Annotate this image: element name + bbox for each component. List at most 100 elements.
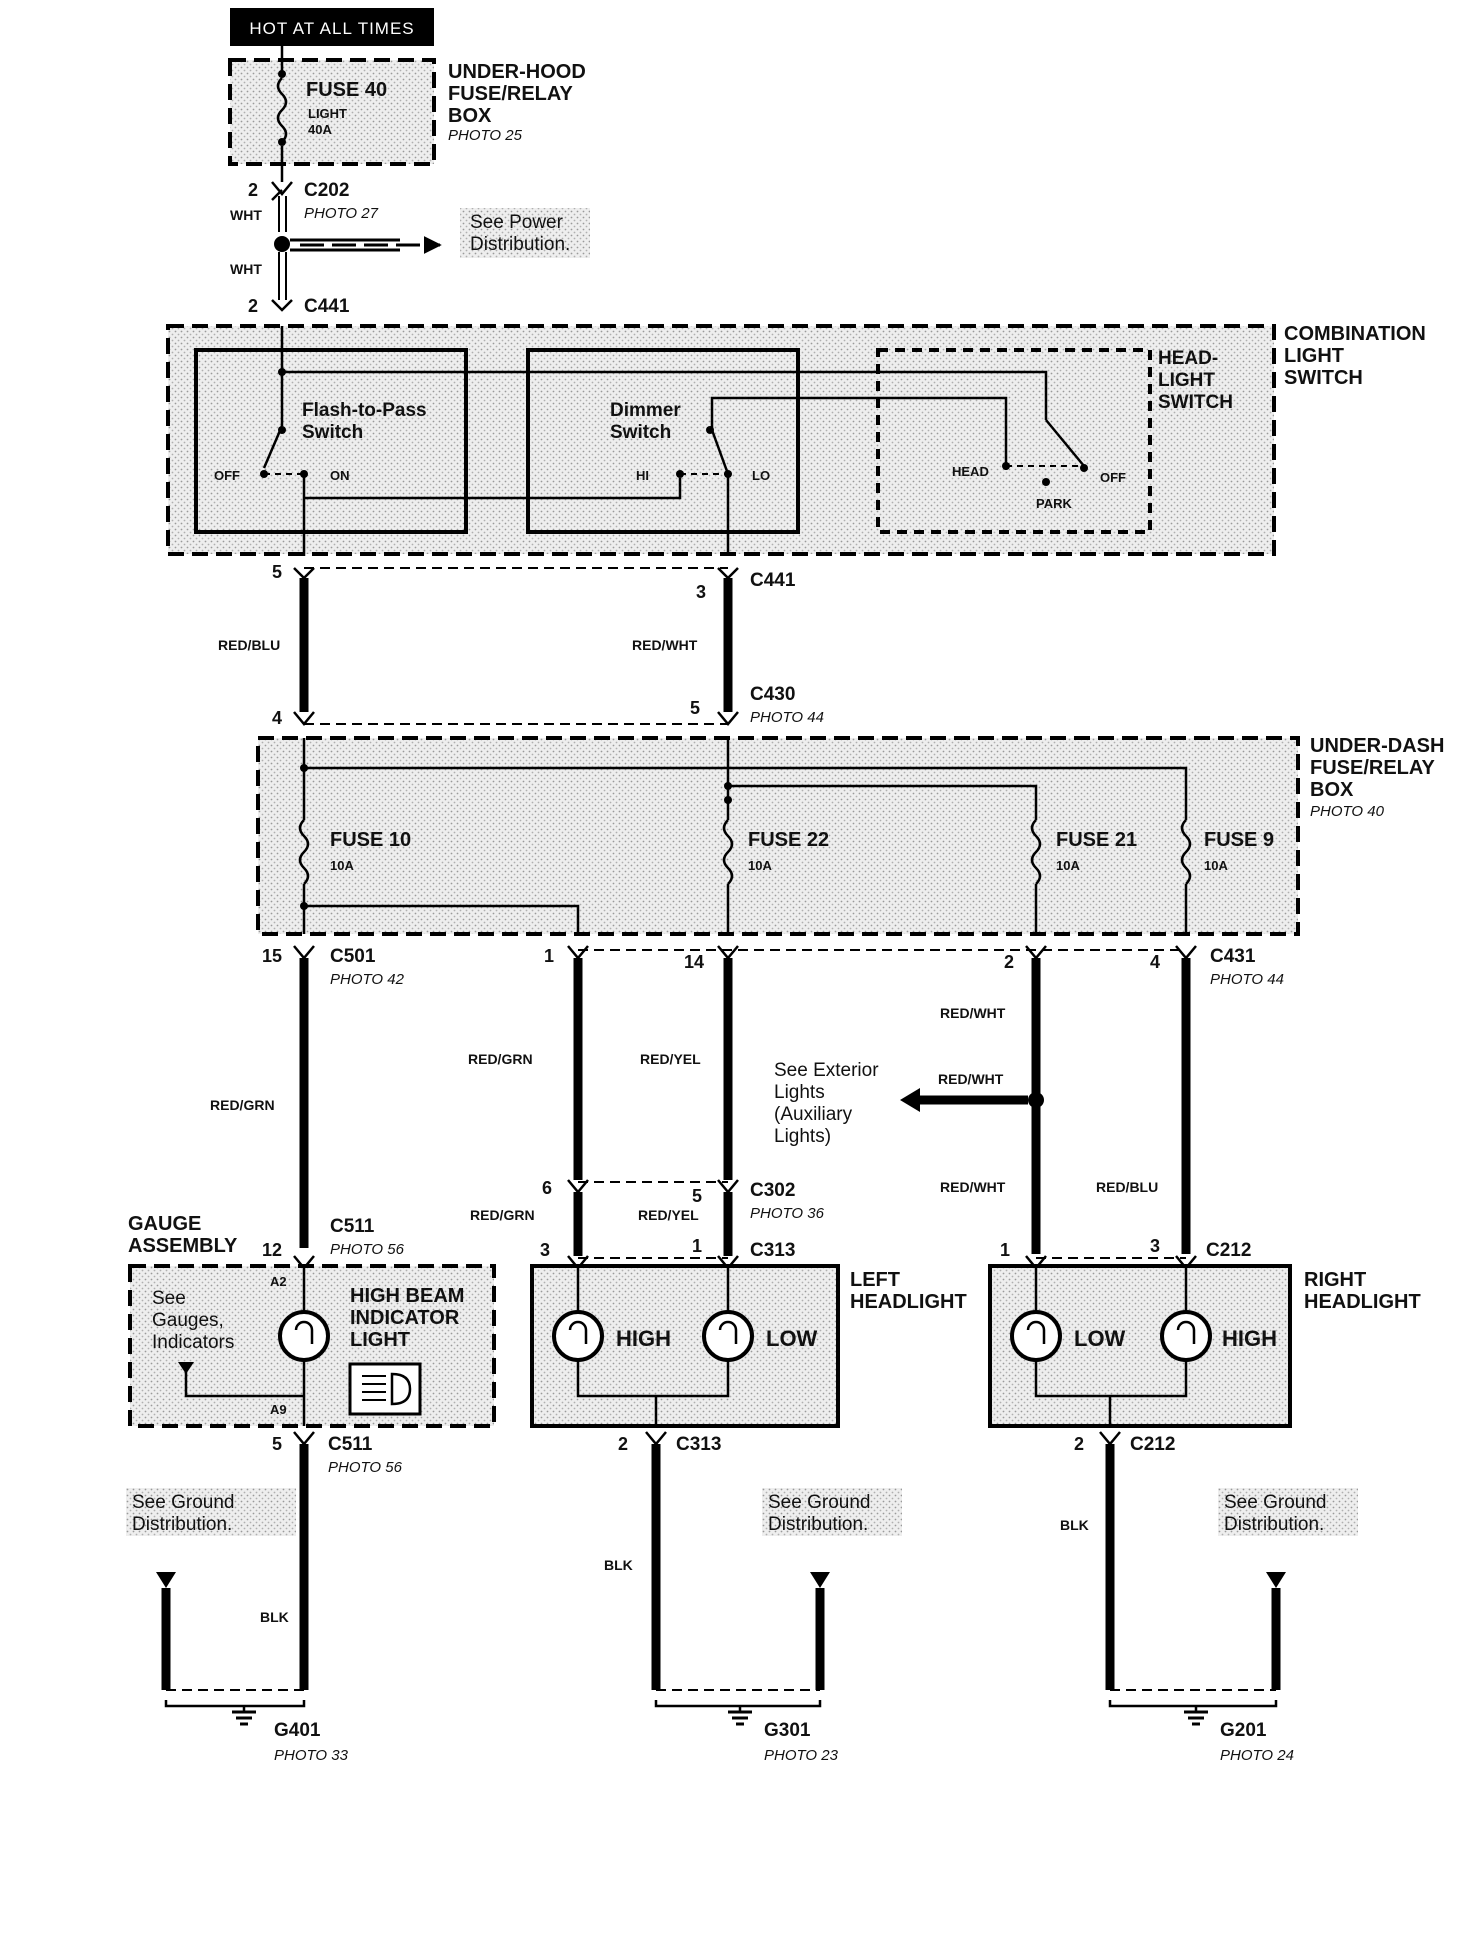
svg-text:BOX: BOX <box>448 105 492 127</box>
connector-c212-top: 1 3 C212 <box>1000 1236 1251 1270</box>
svg-text:HIGH: HIGH <box>616 1326 671 1351</box>
svg-text:RED/WHT: RED/WHT <box>938 1071 1004 1087</box>
svg-text:1: 1 <box>544 946 554 966</box>
svg-text:Distribution.: Distribution. <box>768 1514 868 1535</box>
fuse-10-symbol <box>298 819 310 885</box>
svg-text:A2: A2 <box>270 1274 287 1289</box>
svg-text:1: 1 <box>1000 1240 1010 1260</box>
svg-text:10A: 10A <box>748 858 772 873</box>
svg-text:PHOTO 56: PHOTO 56 <box>328 1459 403 1476</box>
svg-text:LIGHT: LIGHT <box>308 106 347 121</box>
svg-text:5: 5 <box>690 698 700 718</box>
gauge-assembly: GAUGE ASSEMBLY See Gauges, Indicators HI… <box>128 1213 496 1428</box>
ground-ref-right: See Ground Distribution. <box>1218 1488 1358 1536</box>
svg-text:(Auxiliary: (Auxiliary <box>774 1104 853 1125</box>
svg-text:4: 4 <box>272 708 282 728</box>
power-distribution-ref: See Power Distribution. <box>460 208 590 258</box>
svg-text:RED/YEL: RED/YEL <box>638 1207 699 1223</box>
svg-text:LO: LO <box>752 468 770 483</box>
left-high-bulb-icon <box>552 1310 604 1362</box>
svg-text:3: 3 <box>696 582 706 602</box>
ground-ref-mid: See Ground Distribution. <box>762 1488 902 1536</box>
right-low-bulb-icon <box>1010 1310 1062 1362</box>
connector-c302: 6 5 C302 PHOTO 36 RED/GRN RED/YEL <box>470 1178 825 1256</box>
svg-text:OFF: OFF <box>1100 470 1126 485</box>
svg-text:2: 2 <box>1004 952 1014 972</box>
svg-text:14: 14 <box>684 952 704 972</box>
fuse-22-symbol <box>722 819 734 885</box>
svg-text:2: 2 <box>248 180 258 200</box>
svg-text:PHOTO 40: PHOTO 40 <box>1310 803 1385 820</box>
svg-text:Switch: Switch <box>610 422 671 443</box>
svg-text:PHOTO 24: PHOTO 24 <box>1220 1747 1294 1764</box>
svg-text:RED/WHT: RED/WHT <box>940 1179 1006 1195</box>
svg-text:1: 1 <box>692 1236 702 1256</box>
svg-text:RED/GRN: RED/GRN <box>210 1097 275 1113</box>
svg-text:C511: C511 <box>330 1216 375 1237</box>
svg-text:PARK: PARK <box>1036 496 1072 511</box>
svg-text:FUSE/RELAY: FUSE/RELAY <box>448 83 574 105</box>
flash-to-pass-switch <box>194 348 468 534</box>
splice-point <box>274 236 290 252</box>
svg-text:See Power: See Power <box>470 212 564 233</box>
svg-text:RED/WHT: RED/WHT <box>940 1005 1006 1021</box>
svg-text:C501: C501 <box>330 946 376 967</box>
svg-text:LEFT: LEFT <box>850 1269 900 1291</box>
fuse-9-symbol <box>1180 819 1192 885</box>
svg-text:5: 5 <box>272 562 282 582</box>
svg-text:ON: ON <box>330 468 350 483</box>
svg-text:BLK: BLK <box>260 1609 289 1625</box>
connector-c501: 15 C501 PHOTO 42 <box>262 945 405 988</box>
svg-text:GAUGE: GAUGE <box>128 1213 201 1235</box>
svg-text:C441: C441 <box>304 296 350 317</box>
connector-c313-bottom: 2 C313 <box>618 1431 721 1455</box>
svg-text:5: 5 <box>692 1186 702 1206</box>
svg-text:HI: HI <box>636 468 649 483</box>
high-beam-bulb-icon <box>278 1310 330 1362</box>
svg-text:C511: C511 <box>328 1434 373 1455</box>
connector-c511-bottom: 5 C511 PHOTO 56 <box>272 1431 403 1476</box>
svg-text:FUSE 10: FUSE 10 <box>330 829 411 851</box>
right-high-bulb-icon <box>1160 1310 1212 1362</box>
svg-text:PHOTO 27: PHOTO 27 <box>304 205 379 222</box>
svg-text:PHOTO 23: PHOTO 23 <box>764 1747 839 1764</box>
connector-c441-bottom: 5 3 C441 <box>272 562 796 602</box>
exterior-lights-branch: See Exterior Lights (Auxiliary Lights) <box>774 1060 1044 1147</box>
svg-text:Dimmer: Dimmer <box>610 400 681 421</box>
svg-text:LOW: LOW <box>766 1326 818 1351</box>
svg-text:C431: C431 <box>1210 946 1256 967</box>
svg-text:SWITCH: SWITCH <box>1284 367 1363 389</box>
svg-text:4: 4 <box>1150 952 1160 972</box>
svg-text:Indicators: Indicators <box>152 1332 234 1353</box>
svg-text:WHT: WHT <box>230 261 262 277</box>
svg-text:40A: 40A <box>308 122 332 137</box>
svg-text:2: 2 <box>1074 1434 1084 1454</box>
svg-text:BLK: BLK <box>1060 1517 1089 1533</box>
svg-text:RED/YEL: RED/YEL <box>640 1051 701 1067</box>
fuse-40-label: FUSE 40 <box>306 79 387 101</box>
svg-text:See Exterior: See Exterior <box>774 1060 879 1081</box>
svg-text:C313: C313 <box>676 1434 721 1455</box>
high-beam-symbol-icon <box>348 1362 422 1416</box>
svg-text:See: See <box>152 1288 186 1309</box>
connector-c511-top: 12 C511 PHOTO 56 <box>262 1216 405 1270</box>
svg-text:WHT: WHT <box>230 207 262 223</box>
svg-text:Distribution.: Distribution. <box>470 234 570 255</box>
svg-text:Distribution.: Distribution. <box>1224 1514 1324 1535</box>
svg-text:C441: C441 <box>750 570 796 591</box>
ground-g401: G401 PHOTO 33 <box>156 1572 349 1764</box>
svg-text:HOT AT ALL TIMES: HOT AT ALL TIMES <box>249 19 414 38</box>
svg-text:PHOTO 44: PHOTO 44 <box>750 709 824 726</box>
svg-text:RED/WHT: RED/WHT <box>632 637 698 653</box>
connector-c430: 4 5 C430 PHOTO 44 <box>272 684 824 728</box>
underhood-fuse-box: FUSE 40 LIGHT 40A UNDER-HOOD FUSE/RELAY … <box>228 46 586 182</box>
svg-text:HEAD: HEAD <box>952 464 989 479</box>
svg-text:RED/GRN: RED/GRN <box>470 1207 535 1223</box>
svg-text:COMBINATION: COMBINATION <box>1284 323 1426 345</box>
svg-text:10A: 10A <box>1204 858 1228 873</box>
svg-text:C202: C202 <box>304 180 349 201</box>
svg-text:FUSE/RELAY: FUSE/RELAY <box>1310 757 1436 779</box>
svg-text:2: 2 <box>618 1434 628 1454</box>
svg-text:A9: A9 <box>270 1402 287 1417</box>
